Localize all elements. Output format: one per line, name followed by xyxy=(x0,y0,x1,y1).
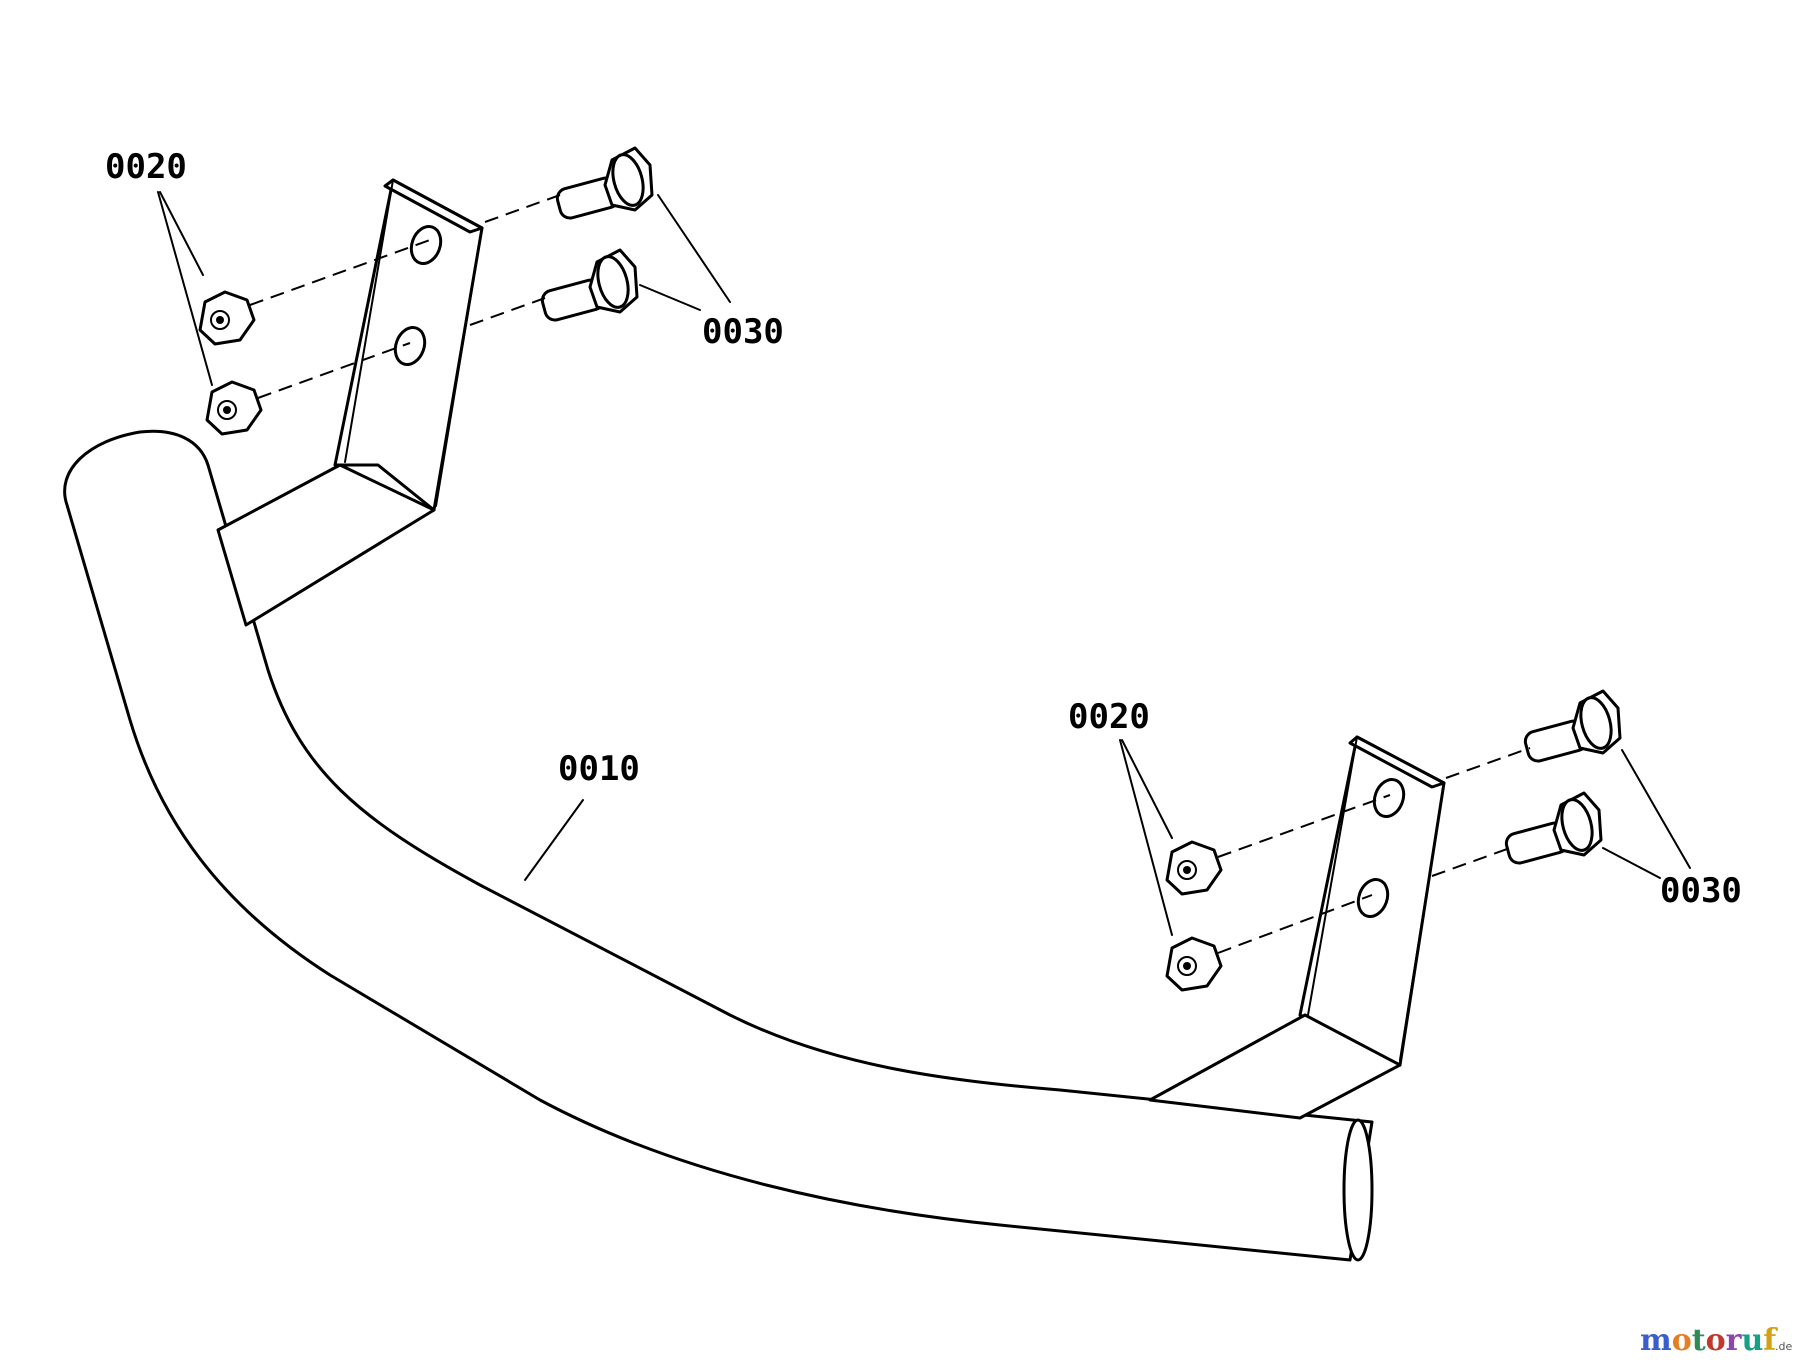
assembly-lines xyxy=(249,194,1531,954)
bracket-right xyxy=(1148,735,1446,1120)
bolt-right-upper xyxy=(1523,689,1622,763)
bent-tube xyxy=(63,429,1374,1262)
nut-left-upper xyxy=(198,290,256,346)
callout-0020-right: 0020 xyxy=(1068,697,1150,737)
watermark-letter: o xyxy=(1672,1323,1692,1358)
callout-0030-left: 0030 xyxy=(702,312,784,352)
watermark-logo: motoruf .de xyxy=(1640,1323,1792,1358)
callout-0010: 0010 xyxy=(558,749,640,789)
nut-right-lower xyxy=(1165,936,1223,992)
leader-lines xyxy=(157,191,1691,936)
watermark-letter: t xyxy=(1692,1323,1706,1358)
watermark-letter: m xyxy=(1640,1323,1672,1358)
watermark-letter: u xyxy=(1741,1323,1763,1358)
svg-text:motoruf: motoruf xyxy=(1640,1323,1778,1358)
watermark-suffix: .de xyxy=(1775,1340,1792,1353)
bolt-left-lower xyxy=(540,248,639,322)
callout-0020-left: 0020 xyxy=(105,147,187,187)
nut-left-lower xyxy=(205,380,263,436)
nut-right-upper xyxy=(1165,840,1223,896)
callout-0030-right: 0030 xyxy=(1660,871,1742,911)
watermark-letter: o xyxy=(1706,1323,1726,1358)
bracket-left xyxy=(216,178,484,627)
watermark-letter: r xyxy=(1726,1323,1743,1358)
watermark-letter: f xyxy=(1763,1323,1778,1358)
bolt-right-lower xyxy=(1504,791,1603,865)
bolt-left-upper xyxy=(555,146,654,220)
